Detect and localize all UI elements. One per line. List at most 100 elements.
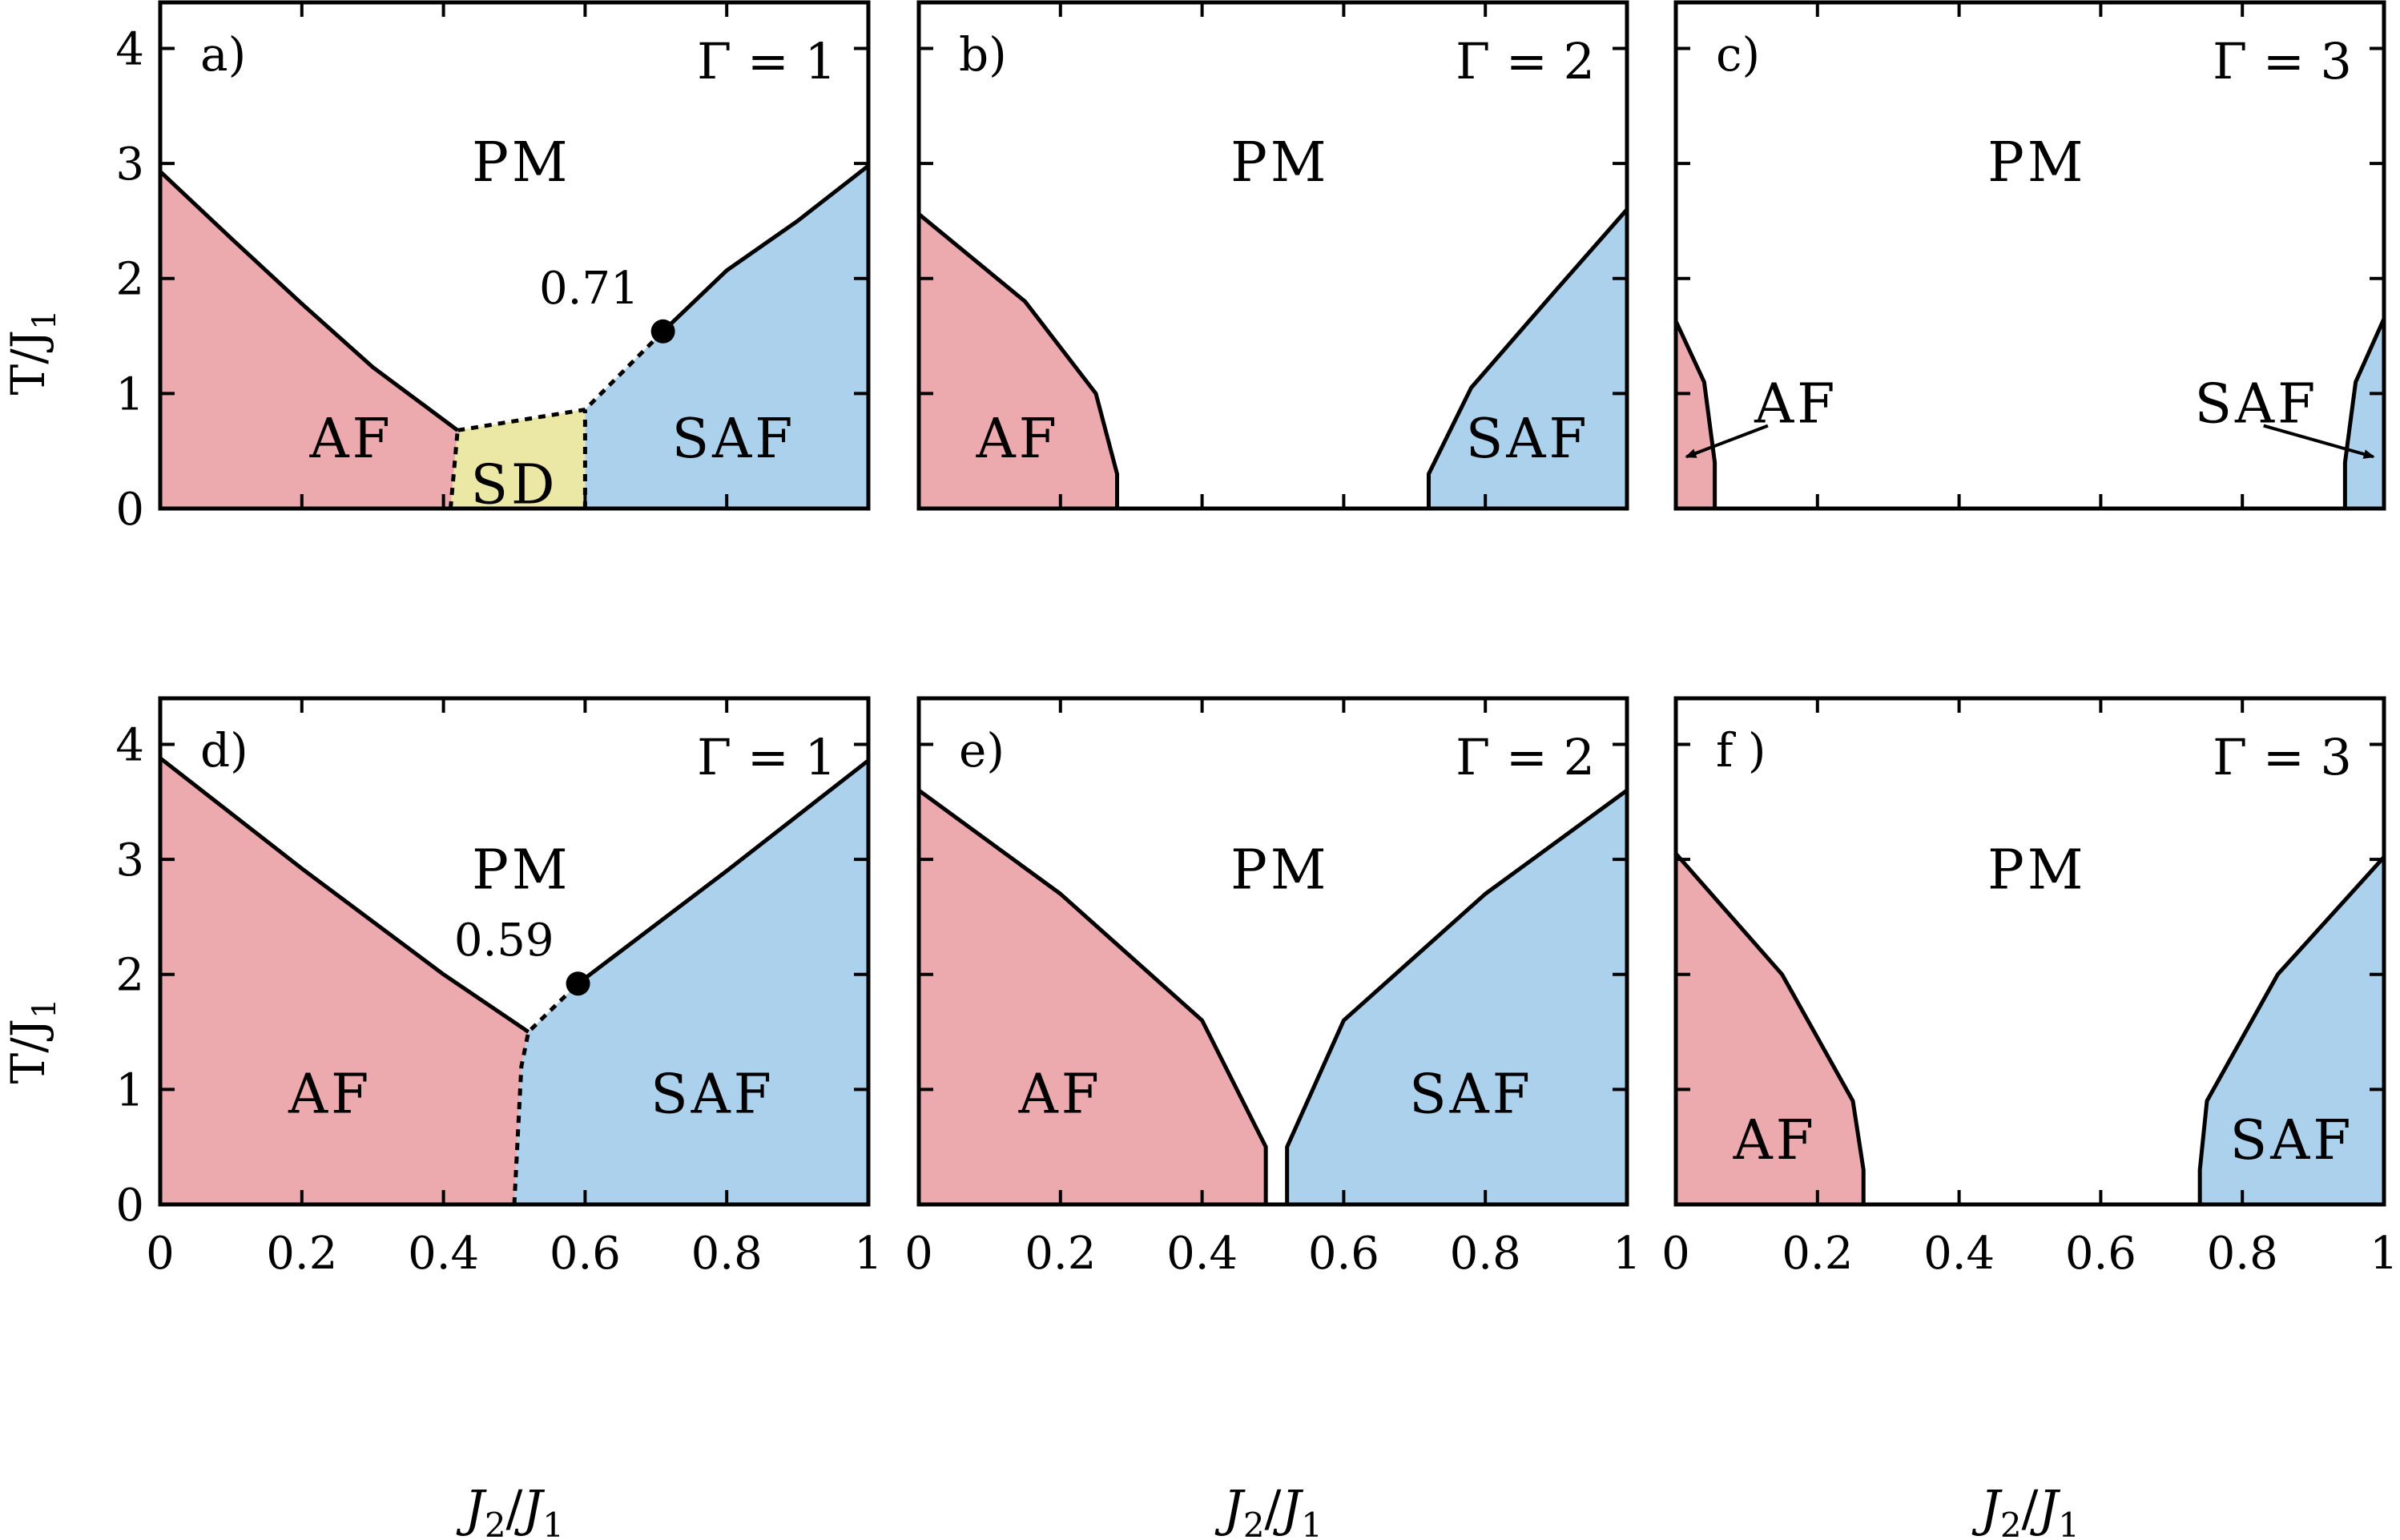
phase-boundary — [159, 170, 459, 432]
phase-label-af: AF — [1018, 1064, 1102, 1127]
phase-label-saf: SAF — [672, 408, 796, 471]
tricritical-point — [650, 319, 675, 344]
panel-frame — [158, 696, 871, 1207]
x-tick-label: 0.6 — [2065, 1228, 2136, 1280]
svg-text:T/J1: T/J1 — [1, 999, 63, 1084]
phase-label-pm: PM — [1230, 131, 1329, 195]
phase-boundary — [1426, 207, 1629, 509]
phase-boundary — [2342, 317, 2386, 509]
x-tick-label: 0.4 — [1166, 1228, 1238, 1280]
x-tick-label: 0 — [904, 1228, 933, 1280]
phase-label-saf: SAF — [2194, 373, 2318, 436]
phase-label-af: AF — [309, 408, 393, 471]
y-tick-label: 2 — [115, 950, 144, 1002]
y-axis-label-sub: 1 — [26, 999, 63, 1019]
phase-boundary — [917, 212, 1120, 509]
panel-label: e) — [959, 723, 1005, 778]
gamma-label: Γ = 1 — [697, 728, 836, 786]
x-tick-label: 0.4 — [1923, 1228, 1995, 1280]
svg-text:T/J1: T/J1 — [1, 310, 63, 396]
x-tick-label: 0.2 — [1025, 1228, 1096, 1280]
gamma-label: Γ = 2 — [1456, 32, 1595, 90]
SAF-region — [1287, 790, 1627, 1204]
AF-region — [1676, 320, 1715, 509]
phase-label-pm: PM — [1987, 838, 2086, 902]
phase-boundary — [1285, 788, 1629, 1204]
gamma-label: Γ = 3 — [2213, 32, 2352, 90]
x-axis-title: J2/J1 — [1214, 1479, 1323, 1540]
y-tick-label: 1 — [115, 1064, 144, 1116]
phase-label-saf: SAF — [1409, 1064, 1533, 1127]
phase-label-saf: SAF — [2230, 1109, 2354, 1172]
arrow-saf — [2263, 424, 2375, 459]
y-tick-label: 3 — [115, 139, 144, 191]
x-tick-label: 0.8 — [2207, 1228, 2278, 1280]
arrow-af — [1685, 424, 1769, 459]
y-tick-label: 3 — [115, 834, 144, 887]
AF-region — [919, 214, 1117, 509]
gamma-label: Γ = 2 — [1456, 728, 1595, 786]
phase-label-saf: SAF — [650, 1064, 775, 1127]
tricritical-label: 0.71 — [539, 263, 639, 315]
panel-e: 0 0.2 0.4 0.6 0.8 1 e) Γ = 2 PM AF SAF — [904, 696, 1641, 1280]
panel-frame — [1673, 696, 2386, 1207]
phase-label-sd: SD — [470, 453, 558, 517]
panel-b: b) Γ = 2 PM AF SAF — [916, 0, 1629, 511]
tricritical-label: 0.59 — [454, 915, 554, 967]
SAF-region — [2200, 857, 2384, 1204]
dashed-boundary — [512, 982, 580, 1205]
phase-boundary — [577, 758, 870, 986]
panel-frame — [1673, 0, 2386, 511]
y-tick-label: 2 — [115, 254, 144, 306]
x-tick-label: 1 — [2370, 1228, 2398, 1280]
panel-frame — [916, 0, 1629, 511]
x-tick-label: 0.8 — [691, 1228, 763, 1280]
y-axis-title-top: T/J1 — [1, 310, 63, 396]
panel-label: c) — [1716, 27, 1760, 82]
SAF-region — [514, 760, 868, 1204]
x-axis-title: J2/J1 — [456, 1479, 564, 1540]
panel-label: f ) — [1716, 723, 1766, 778]
x-tick-label: 0.2 — [266, 1228, 337, 1280]
phase-boundary — [661, 163, 870, 333]
AF-region — [160, 758, 529, 1204]
x-tick-label: 0.6 — [1308, 1228, 1379, 1280]
SD-region — [450, 409, 586, 509]
panel-frame — [916, 696, 1629, 1207]
phase-label-af: AF — [976, 408, 1060, 471]
y-tick-label: 4 — [115, 719, 144, 771]
y-axis-label-main: T/J — [1, 1019, 55, 1084]
AF-region — [1676, 853, 1864, 1204]
phase-label-pm: PM — [1230, 838, 1329, 902]
x-tick-label: 0.6 — [550, 1228, 621, 1280]
SAF-region — [1428, 209, 1627, 509]
phase-label-pm: PM — [1987, 131, 2086, 195]
x-tick-label: 0.8 — [1450, 1228, 1521, 1280]
phase-boundary — [1674, 852, 1866, 1204]
phase-label-af: AF — [288, 1064, 372, 1127]
x-tick-label: 0.4 — [408, 1228, 479, 1280]
x-tick-label: 0 — [146, 1228, 175, 1280]
AF-region — [160, 171, 458, 509]
phase-boundary — [2197, 855, 2386, 1204]
phase-boundary — [1673, 320, 1717, 509]
x-tick-label: 1 — [1613, 1228, 1641, 1280]
x-tick-label: 0 — [1661, 1228, 1690, 1280]
SAF-region — [2345, 319, 2384, 509]
panel-frame — [158, 0, 871, 511]
phase-label-saf: SAF — [1466, 408, 1590, 471]
phase-boundary — [917, 788, 1268, 1204]
gamma-label: Γ = 1 — [697, 32, 836, 90]
phase-boundary — [159, 756, 530, 1034]
phase-label-pm: PM — [472, 131, 570, 195]
panel-label: b) — [959, 27, 1007, 82]
y-axis-label-sub: 1 — [26, 310, 63, 330]
x-axis-title: J2/J1 — [1971, 1479, 2080, 1540]
panel-label: d) — [200, 723, 248, 778]
y-tick-label: 0 — [115, 484, 144, 536]
